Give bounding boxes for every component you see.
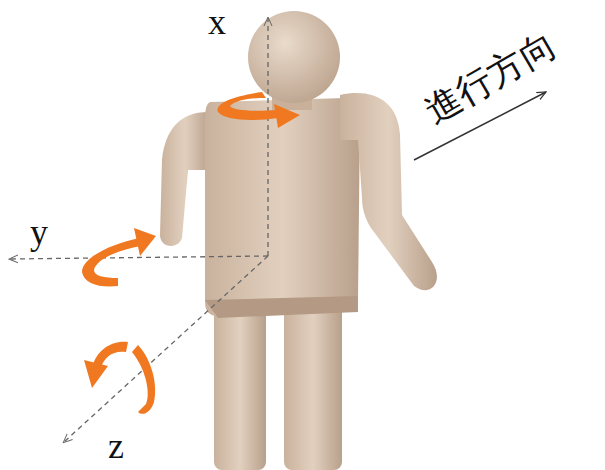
axis-label: z <box>108 428 124 464</box>
direction-label: 進行方向 <box>419 26 562 129</box>
axis-label: y <box>30 214 48 250</box>
axis-label: x <box>208 4 226 40</box>
